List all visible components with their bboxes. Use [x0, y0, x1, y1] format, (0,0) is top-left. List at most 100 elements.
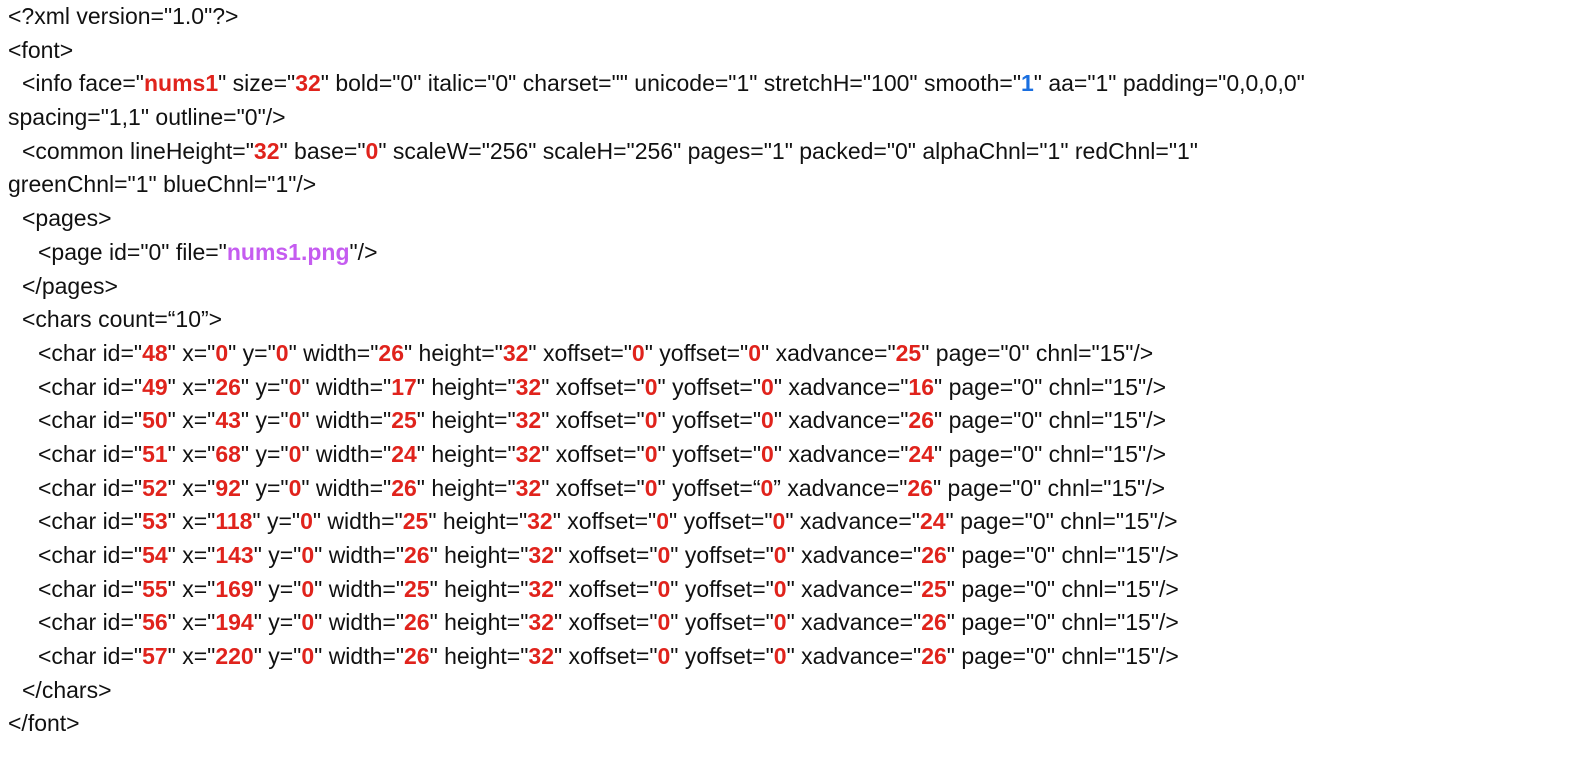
code-text: <char id=" [38, 440, 143, 467]
code-text: " height=" [429, 542, 529, 568]
code-text: " x=" [167, 407, 216, 434]
highlighted-value: 25 [895, 339, 922, 366]
code-text: " page="0" chnl="15"/> [934, 373, 1167, 400]
code-line: <font> [0, 34, 1584, 68]
highlighted-value: 53 [142, 508, 168, 535]
code-text: </font> [8, 710, 80, 737]
highlighted-value: 25 [403, 575, 430, 602]
highlighted-value: 0 [773, 542, 787, 568]
highlighted-value: 26 [921, 643, 947, 670]
highlighted-value: 0 [300, 508, 313, 535]
highlighted-value: 32 [295, 70, 321, 97]
code-text: " height=" [429, 609, 529, 636]
highlighted-value: 0 [301, 575, 315, 602]
code-text: " page="0" chnl="15"/> [945, 508, 1178, 535]
code-text: <font> [8, 36, 74, 63]
code-text: " y=" [252, 508, 301, 535]
code-text: " y=" [240, 440, 289, 467]
code-text: " xoffset=" [554, 575, 658, 602]
highlighted-value: 32 [515, 407, 542, 434]
code-text: " xadvance=" [761, 339, 896, 366]
code-line: <char id="51" x="68" y="0" width="24" he… [0, 438, 1584, 472]
highlighted-value: 17 [391, 373, 417, 400]
highlighted-value: 0 [301, 643, 315, 670]
code-text: " xadvance=" [786, 609, 922, 636]
code-text: <char id=" [38, 542, 143, 568]
highlighted-value: 54 [142, 542, 168, 568]
highlighted-value: 26 [403, 609, 430, 636]
code-text: " yoffset=" [657, 407, 762, 434]
code-text: " xadvance=" [773, 440, 909, 467]
highlighted-value: 0 [761, 440, 774, 467]
code-text: " height=" [416, 474, 516, 501]
highlighted-value: 0 [773, 643, 787, 670]
code-text: " x=" [167, 508, 216, 535]
code-text: " x=" [167, 643, 216, 670]
code-text: " scaleW="256" scaleH="256" pages="1" pa… [378, 137, 1198, 164]
code-text: <char id=" [38, 508, 143, 535]
highlighted-value: 0 [657, 643, 671, 670]
code-text: " y=" [240, 407, 289, 434]
highlighted-value: 26 [921, 542, 947, 568]
highlighted-value: 0 [301, 609, 315, 636]
code-line: <char id="52" x="92" y="0" width="26" he… [0, 472, 1584, 506]
code-text: " height=" [416, 407, 516, 434]
code-text: " width=" [288, 339, 379, 366]
code-text: " yoffset=" [644, 339, 749, 366]
highlighted-value: 32 [527, 508, 553, 535]
code-text: " page="0" chnl="15"/> [933, 474, 1166, 501]
code-line: <chars count=“10”> [0, 303, 1584, 337]
code-line: <info face="nums1" size="32" bold="0" it… [0, 67, 1584, 101]
code-text: " y=" [240, 373, 289, 400]
highlighted-value: 0 [657, 542, 671, 568]
code-line: <char id="54" x="143" y="0" width="26" h… [0, 539, 1584, 573]
code-text: " xoffset=" [541, 407, 645, 434]
code-text: " width=" [314, 609, 404, 636]
highlighted-value: 26 [391, 474, 417, 501]
highlighted-value: 32 [515, 440, 542, 467]
code-text: <?xml version="1.0"?> [8, 3, 239, 29]
code-text: " x=" [167, 440, 216, 467]
highlighted-value: 194 [215, 609, 254, 636]
code-text: <char id=" [38, 575, 143, 602]
code-text: " page="0" chnl="15"/> [946, 575, 1179, 602]
highlighted-value: 26 [403, 542, 430, 568]
highlighted-value: 16 [908, 373, 935, 400]
code-text: <char id=" [38, 609, 143, 636]
highlighted-value: 220 [215, 643, 254, 670]
highlighted-value: 0 [631, 339, 645, 366]
highlighted-value: 24 [919, 508, 946, 535]
code-text: " xoffset=" [541, 373, 645, 400]
code-text: <page id="0" file=" [38, 238, 227, 265]
highlighted-value: 0 [657, 575, 671, 602]
highlighted-value: 32 [515, 373, 542, 400]
code-text: " yoffset=" [670, 643, 774, 670]
code-line: <common lineHeight="32" base="0" scaleW=… [0, 135, 1584, 169]
highlighted-value: 25 [391, 407, 417, 434]
highlighted-value: 32 [528, 542, 554, 568]
code-text: <char id=" [38, 474, 143, 501]
code-text: " height=" [416, 440, 516, 467]
code-text: " y=" [253, 609, 302, 636]
code-text: " width=" [314, 575, 404, 602]
highlighted-value: 56 [142, 609, 168, 636]
code-text: " xoffset=" [554, 609, 658, 636]
code-text: " yoffset=" [670, 609, 774, 636]
highlighted-value: 43 [215, 407, 241, 434]
code-text: " height=" [428, 508, 528, 535]
code-line: <?xml version="1.0"?> [0, 0, 1584, 34]
code-text: " y=" [228, 339, 276, 366]
code-line: <char id="50" x="43" y="0" width="25" he… [0, 404, 1584, 438]
highlighted-value: 32 [528, 643, 554, 670]
code-line: </font> [0, 707, 1584, 741]
code-text: " xadvance=" [773, 407, 909, 434]
highlighted-value: 25 [921, 575, 947, 602]
code-text: " xoffset=" [554, 542, 658, 568]
code-text: " xoffset=" [528, 339, 632, 366]
code-text: " xoffset=" [541, 474, 645, 501]
code-text: <char id=" [38, 407, 143, 434]
code-text: " yoffset=“ [657, 474, 761, 501]
highlighted-value: 26 [378, 339, 404, 366]
highlighted-value: 0 [288, 373, 302, 400]
code-text: " width=" [301, 373, 392, 400]
